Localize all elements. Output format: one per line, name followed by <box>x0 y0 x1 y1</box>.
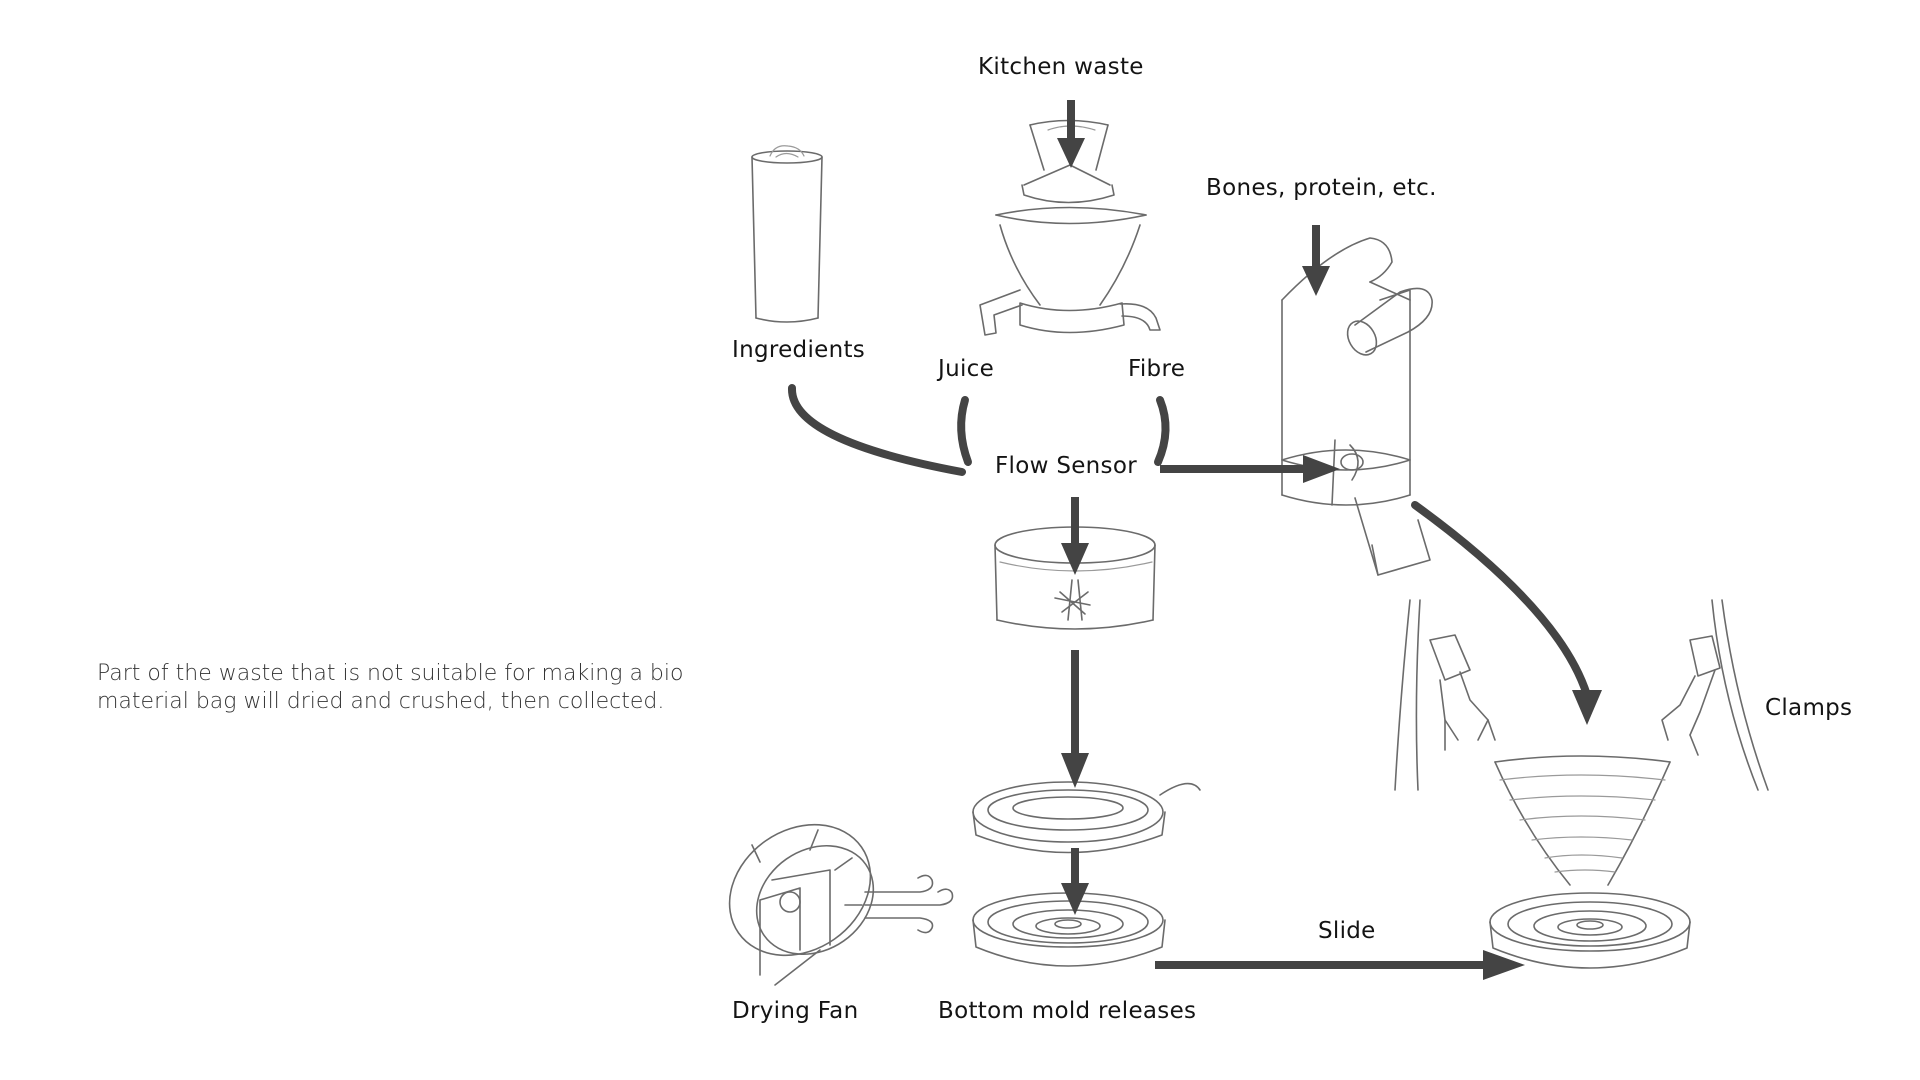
label-fibre: Fibre <box>1128 356 1186 382</box>
label-ingredients: Ingredients <box>732 337 866 363</box>
waste-note: Part of the waste that is not suitable f… <box>97 660 737 716</box>
ingredients-container-sketch <box>751 145 823 323</box>
label-slide: Slide <box>1318 918 1376 944</box>
curve-ingredients <box>787 384 966 476</box>
arrow-slide <box>1155 950 1525 980</box>
curve-fibre <box>1154 396 1170 466</box>
bone-grinder-sketch <box>1281 237 1433 576</box>
upper-mold-sketch <box>972 781 1201 854</box>
label-bones: Bones, protein, etc. <box>1206 175 1437 201</box>
cone-mold-sketch <box>1489 755 1691 969</box>
label-clamps: Clamps <box>1765 695 1853 721</box>
label-bottom-mold: Bottom mold releases <box>938 998 1197 1024</box>
label-flow-sensor: Flow Sensor <box>995 453 1137 479</box>
drying-fan-sketch <box>728 823 875 986</box>
arrow-mold-to-bottom <box>1061 848 1089 915</box>
arrow-blender-to-mold <box>1061 650 1089 788</box>
bottom-mold-sketch <box>972 892 1166 967</box>
airflow-lines <box>864 874 954 934</box>
arrow-bones <box>1302 225 1330 296</box>
clamps-sketch <box>1394 599 1769 791</box>
arrow-flow-to-grinder <box>1160 455 1340 483</box>
label-drying-fan: Drying Fan <box>732 998 859 1024</box>
label-juice: Juice <box>938 356 995 382</box>
arrow-flow-to-blender <box>1061 497 1089 575</box>
arrow-kitchen-waste <box>1057 100 1085 168</box>
label-kitchen-waste: Kitchen waste <box>978 54 1144 80</box>
waste-note-line-1: Part of the waste that is not suitable f… <box>97 661 684 686</box>
arrow-grinder-to-cone <box>1411 501 1602 725</box>
curve-juice <box>957 396 972 466</box>
waste-note-line-2: material bag will dried and crushed, the… <box>97 689 665 714</box>
